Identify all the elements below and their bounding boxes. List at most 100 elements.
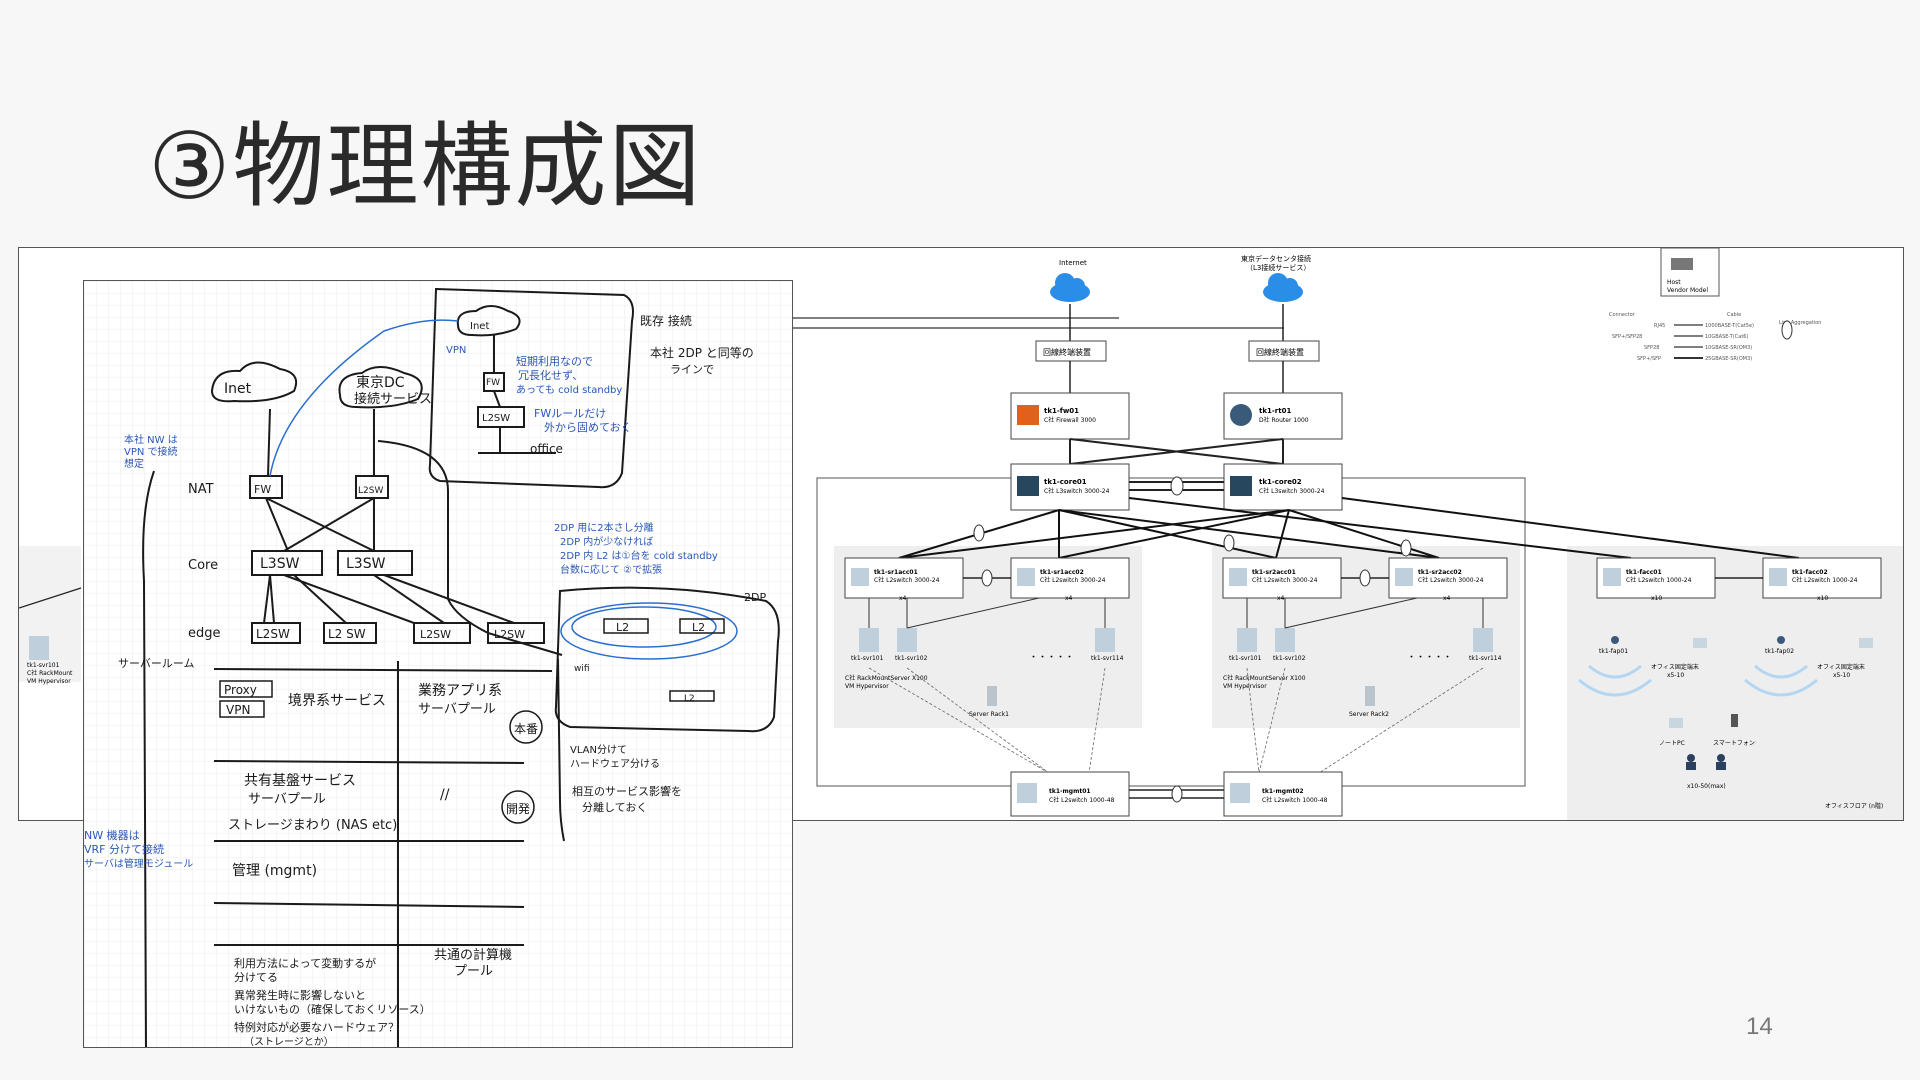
diagram-text: Cable: [1727, 312, 1741, 318]
diagram-text: C社 L3switch 3000-24: [1259, 487, 1325, 495]
diagram-text: x5-10: [1667, 672, 1684, 679]
diagram-text: 東京DC: [356, 375, 405, 391]
diagram-text: L2SW: [482, 413, 510, 424]
diagram-text: L2SW: [420, 628, 451, 641]
diagram-text: L2: [692, 621, 705, 634]
diagram-text: VM Hypervisor: [845, 683, 889, 690]
access-point-icon: [1611, 636, 1619, 644]
diagram-text: サーバは管理モジュール: [84, 857, 193, 870]
diagram-text: tk1-svr102: [895, 655, 928, 662]
diagram-text: 1000BASE-T(Cat5e): [1705, 323, 1754, 329]
line-terminator-1: 回線終端装置: [1043, 347, 1091, 357]
desktop-icon: [1693, 638, 1707, 648]
diagram-text: FW: [486, 378, 500, 388]
diagram-text: tk1-sr1acc02: [1040, 569, 1084, 576]
diagram-text: 短期利用なので: [516, 354, 593, 368]
diagram-text: D社 Router 1000: [1259, 416, 1309, 424]
diagram-text: サーバプール: [418, 702, 496, 717]
diagram-text: tk1-facc01: [1626, 569, 1662, 576]
diagram-text: C社 L2switch 1000-48: [1262, 796, 1328, 804]
diagram-text: 相互のサービス影響を: [572, 784, 682, 798]
diagram-text: x4: [1277, 595, 1285, 602]
diagram-text: 共有基盤サービス: [244, 772, 356, 789]
diagram-text: tk1-core02: [1259, 478, 1302, 486]
diagram-text: tk1-fw01: [1044, 407, 1079, 415]
diagram-text: Connector: [1609, 312, 1636, 318]
diagram-text: L3SW: [260, 556, 300, 572]
l3-switch-icon: [1017, 476, 1039, 496]
slide-title: ③物理構成図: [148, 113, 703, 220]
diagram-text: Server Rack2: [1349, 711, 1389, 718]
diagram-text: NW 機器は: [84, 828, 140, 842]
diagram-text: L3SW: [346, 556, 386, 572]
diagram-text: Inet: [224, 381, 252, 397]
diagram-text: SFP+/SFP28: [1612, 334, 1642, 340]
diagram-text: tk1-sr2acc02: [1418, 569, 1462, 576]
diagram-text: FWルールだけ: [534, 407, 606, 420]
diagram-text: ストレージまわり (NAS etc): [228, 818, 397, 833]
diagram-text: オフィス固定端末: [1817, 663, 1865, 671]
firewall-icon: [1017, 405, 1039, 425]
diagram-text: tk1-core01: [1044, 478, 1087, 486]
diagram-text: L2: [684, 694, 695, 704]
diagram-text: ノートPC: [1659, 740, 1685, 747]
diagram-text: tk1-fap01: [1599, 648, 1628, 655]
diagram-text: C社 L2switch 3000-24: [1040, 576, 1106, 584]
access-point-icon-2: [1777, 636, 1785, 644]
diagram-text: office: [530, 442, 563, 456]
diagram-text: ハードウェア分ける: [570, 758, 660, 770]
diagram-text: tk1-rt01: [1259, 407, 1291, 415]
diagram-text: サーバールーム: [118, 657, 195, 670]
diagram-text: 2DP 内が少なければ: [560, 535, 653, 548]
handwritten-sketch: Inet 東京DC 接続サービス Inet FW L2SW L3SW L3SW …: [83, 280, 793, 1048]
internet-cloud-icon: [1050, 273, 1090, 302]
diagram-text: VPN: [226, 703, 250, 717]
diagram-text: x5-10: [1833, 672, 1850, 679]
diagram-text: x4: [1065, 595, 1073, 602]
user-icon-2: [1717, 754, 1725, 762]
diagram-text: Link Aggregation: [1779, 320, 1821, 326]
diagram-text: 本社 NW は: [124, 433, 178, 446]
diagram-text: C社 L2switch 3000-24: [874, 576, 940, 584]
diagram-text: 境界系サービス: [288, 693, 386, 709]
diagram-text: C社 RackMountServer X100: [1223, 674, 1306, 682]
diagram-text: 特例対応が必要なハードウェア？: [234, 1020, 399, 1034]
diagram-text: C社 L2switch 3000-24: [1418, 576, 1484, 584]
diagram-text: 外から固めておく: [544, 421, 632, 434]
diagram-text: 管理 (mgmt): [232, 863, 317, 879]
dc-cloud-icon: [1263, 273, 1303, 302]
diagram-text: サーバプール: [248, 792, 326, 807]
diagram-text: NAT: [188, 482, 214, 497]
diagram-text: VRF 分けて接続: [84, 842, 164, 856]
diagram-text: L2SW: [358, 486, 383, 496]
diagram-text: wifi: [574, 664, 590, 674]
diagram-text: C社 L3switch 3000-24: [1044, 487, 1110, 495]
desktop-icon-2: [1859, 638, 1873, 648]
diagram-text: 2DP 内 L2 は①台を cold standby: [560, 549, 718, 562]
diagram-text: tk1-facc02: [1792, 569, 1828, 576]
diagram-text: tk1-svr114: [1091, 655, 1124, 662]
diagram-text: x10-50(max): [1687, 783, 1726, 790]
diagram-text: C社 L2switch 1000-24: [1792, 576, 1858, 584]
diagram-text: L2SW: [256, 627, 290, 641]
diagram-text: C社 L2switch 1000-24: [1626, 576, 1692, 584]
diagram-text: SFP+/SFP: [1637, 356, 1661, 362]
diagram-text: SFP28: [1644, 345, 1659, 351]
diagram-text: VM Hypervisor: [1223, 683, 1267, 690]
diagram-text: tk1-sr1acc01: [874, 569, 918, 576]
smartphone-icon: [1731, 714, 1738, 727]
diagram-text: いけないもの（確保しておくリソース）: [234, 1002, 431, 1016]
diagram-text: Inet: [470, 321, 489, 332]
diagram-text: あっても cold standby: [516, 384, 622, 396]
diagram-text: 業務アプリ系: [418, 683, 502, 699]
diagram-text: 接続サービス: [354, 391, 432, 407]
diagram-text: tk1-svr102: [1273, 655, 1306, 662]
diagram-text: //: [440, 787, 450, 803]
dc-service-label2: （L3接続サービス）: [1246, 263, 1310, 272]
diagram-text: VPN で接続: [124, 445, 178, 458]
diagram-text: Server Rack1: [969, 711, 1009, 718]
diagram-text: 25GBASE-SR(OM3): [1705, 356, 1752, 362]
diagram-text: L2SW: [494, 628, 525, 641]
diagram-text: Vendor Model: [1667, 287, 1708, 294]
page-number: 14: [1746, 1013, 1773, 1040]
